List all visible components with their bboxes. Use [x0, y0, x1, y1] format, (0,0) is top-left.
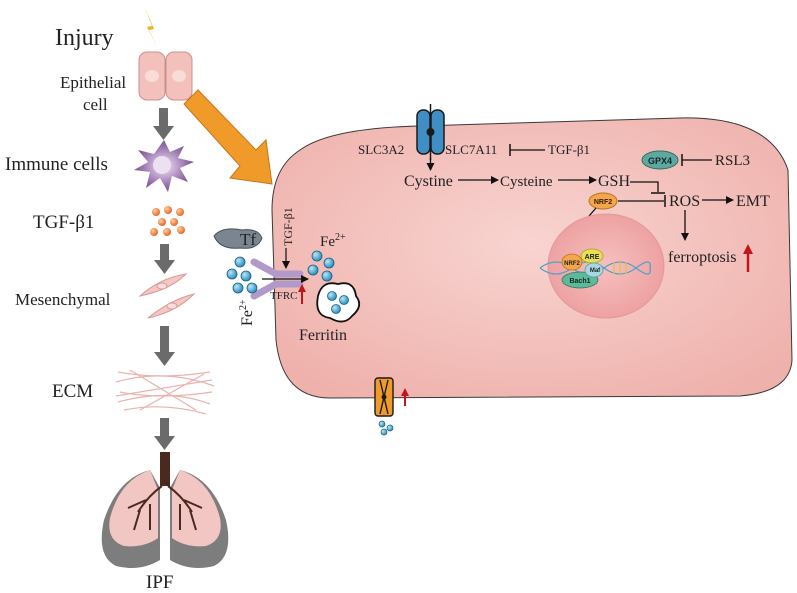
cysteine-label: Cysteine	[500, 174, 553, 190]
slc7a11-label: SLC7A11	[445, 142, 497, 157]
slc3a2-label: SLC3A2	[358, 142, 404, 157]
fe-ions-outside-icon	[226, 256, 258, 294]
epithelial-cells-icon	[138, 51, 193, 101]
ipf-label: IPF	[146, 572, 173, 593]
down-arrow-3	[154, 326, 175, 366]
tgf-beta1-label: TGF-β1	[33, 212, 94, 233]
maf-label: Maf	[590, 268, 601, 274]
fe-right-sup: 2+	[335, 232, 346, 243]
down-arrow-4	[154, 418, 175, 450]
bach1-label: Bach1	[569, 278, 590, 285]
transcription-complex	[561, 248, 604, 289]
rsl3-label: RSL3	[715, 153, 750, 169]
tfrc-receptor-icon	[250, 258, 304, 300]
emt-label: EMT	[736, 193, 770, 210]
epithelial-label-line2: cell	[83, 95, 108, 114]
tgf-vertical-label: TGF-β1	[281, 207, 295, 246]
tgf-inhib-label: TGF-β1	[548, 142, 590, 157]
fe-left-base: Fe	[239, 310, 256, 326]
ferritin-label: Ferritin	[299, 327, 347, 344]
down-arrow-2	[154, 244, 175, 274]
ferroptosis-up-arrow-icon	[743, 244, 753, 272]
gpx4-label: GPX4	[648, 156, 672, 166]
ferroportin-up-arrow-icon	[401, 388, 409, 406]
ros-label: ROS	[669, 193, 700, 210]
gsh-label: GSH	[598, 173, 630, 190]
fe-efflux-icon	[378, 420, 394, 436]
injury-to-cell-arrow	[183, 89, 273, 185]
ferroportin-channel-icon	[374, 377, 394, 417]
fe-right-base: Fe	[320, 234, 335, 250]
nrf2-label: NRF2	[594, 199, 612, 206]
tfrc-label: TFRC	[270, 290, 298, 302]
epithelial-label-line1: Epithelial	[60, 73, 126, 92]
ecm-fibers-icon	[115, 369, 215, 415]
are-label: ARE	[585, 254, 600, 261]
ferroptosis-label: ferroptosis	[668, 249, 736, 266]
cystine-label: Cystine	[404, 173, 453, 190]
gsh-inhibits-ros	[630, 181, 659, 192]
ecm-label: ECM	[52, 381, 93, 402]
mesenchymal-label: Mesenchymal	[15, 290, 111, 309]
fe-ions-inside-icon	[307, 250, 335, 282]
cell-membrane	[271, 117, 793, 399]
lightning-icon	[144, 6, 158, 48]
immune-cells-label: Immune cells	[5, 154, 108, 175]
nucleus-nrf2-label: NRF2	[564, 261, 580, 267]
slc7a11-transporter-icon	[416, 104, 445, 160]
tgf-beta1-particles-icon	[150, 206, 185, 236]
immune-cell-icon	[134, 140, 194, 192]
ferritin-icon	[316, 282, 361, 323]
injury-label: Injury	[55, 25, 114, 51]
fe-right-label: Fe2+	[320, 232, 346, 250]
mesenchymal-cells-icon	[138, 273, 196, 319]
down-arrow-1	[153, 108, 174, 140]
fe-left-label: Fe2+	[238, 299, 256, 326]
transferrin-icon	[213, 228, 263, 249]
tfrc-up-arrow-icon	[298, 284, 306, 304]
nrf2-protein-icon	[588, 192, 618, 210]
fe-left-sup: 2+	[238, 299, 249, 310]
lungs-icon	[101, 452, 229, 568]
tf-label: Tf	[240, 230, 256, 249]
gpx4-protein-icon	[641, 150, 679, 170]
